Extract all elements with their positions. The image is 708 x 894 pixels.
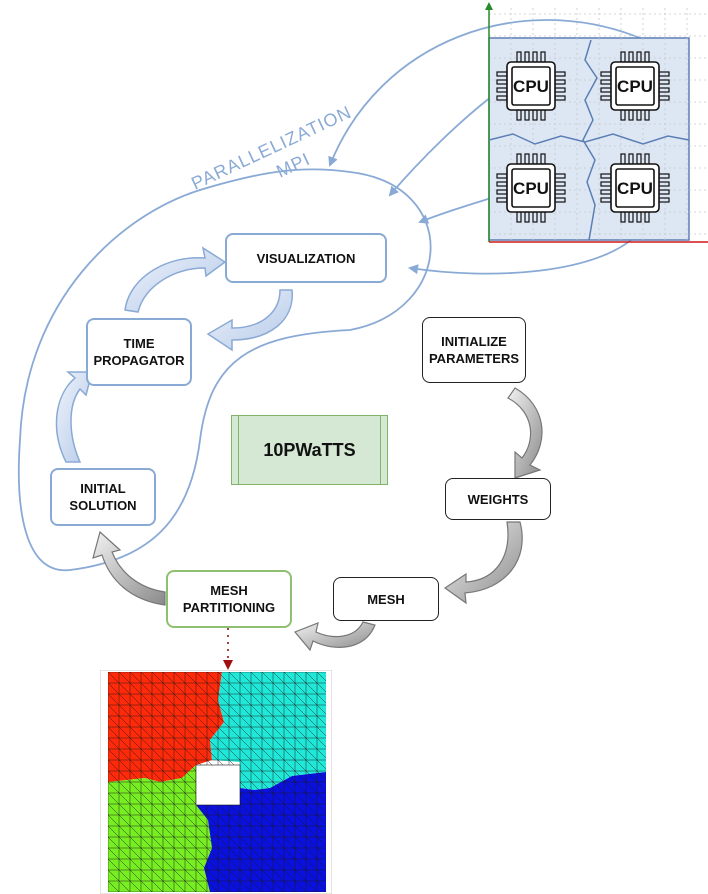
time-propagator-box: TIME PROPAGATOR: [86, 318, 192, 386]
gray-arrow-weights-to-mesh: [443, 521, 523, 605]
weights-box: WEIGHTS: [445, 478, 551, 520]
mesh-label: MESH: [367, 591, 405, 607]
initial-solution-box: INITIAL SOLUTION: [50, 468, 156, 526]
initial-solution-label: INITIAL SOLUTION: [69, 481, 137, 513]
loop-arrow-initial-to-time: [55, 371, 93, 463]
vertical-partition-boundary: [582, 39, 598, 241]
mesh-partitioning-box: MESH PARTITIONING: [166, 570, 292, 628]
mpi-arrow-4: [408, 231, 641, 275]
initialize-parameters-label: INITIALIZE PARAMETERS: [428, 334, 520, 366]
partition-cyan: [210, 672, 326, 790]
mesh-partition-image: [100, 670, 332, 894]
visualization-box: VISUALIZATION: [225, 233, 387, 283]
cpu-label-1: CPU: [513, 77, 549, 96]
cpu-label-4: CPU: [617, 179, 653, 198]
visualization-label: VISUALIZATION: [256, 250, 356, 266]
cpu-label-3: CPU: [513, 179, 549, 198]
cpu-core: [511, 168, 551, 208]
initialize-parameters-box: INITIALIZE PARAMETERS: [422, 317, 526, 383]
cpu-core: [511, 66, 551, 106]
time-propagator-label: TIME PROPAGATOR: [93, 336, 185, 368]
cpu-grid-panel: CPU CPU CPU CPU: [485, 2, 708, 243]
mesh-hole-outline: [195, 764, 241, 806]
mesh-box: MESH: [333, 577, 439, 621]
cpu-core: [615, 168, 655, 208]
partition-blue: [196, 772, 326, 892]
center-title-banner: 10PWaTTS: [231, 415, 388, 485]
weights-label: WEIGHTS: [467, 491, 529, 507]
gray-arrow-mesh-to-partitioning: [294, 621, 376, 652]
parallelization-label: PARALLELIZATION: [188, 102, 355, 194]
mpi-arrow-1: [328, 19, 641, 167]
gray-arrow-params-to-weights: [507, 387, 543, 479]
loop-arrow-time-to-visualization: [124, 246, 227, 313]
mesh-partitioning-label: MESH PARTITIONING: [182, 583, 276, 615]
center-title: 10PWaTTS: [263, 439, 356, 460]
parallel-region-outline: [17, 168, 432, 571]
horizontal-partition-boundary: [488, 133, 690, 145]
cpu-core: [615, 66, 655, 106]
y-axis-arrowhead: [485, 2, 493, 10]
mesh-hole: [196, 765, 240, 805]
cpu-label-2: CPU: [617, 77, 653, 96]
gray-arrow-partitioning-to-initial: [92, 530, 166, 606]
mpi-arrow-2: [388, 89, 501, 197]
loop-arrow-visualization-to-time: [206, 289, 293, 352]
